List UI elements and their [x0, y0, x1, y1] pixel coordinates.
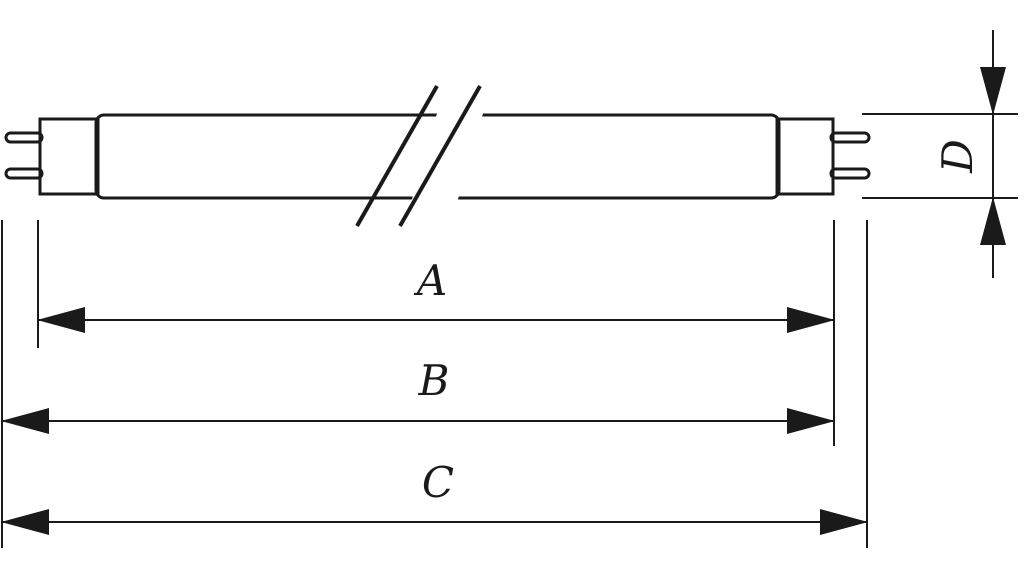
dimension-d: D	[933, 30, 1006, 278]
dimension-c-label: C	[422, 458, 454, 507]
dimension-a: A	[37, 256, 835, 333]
break-mark	[355, 85, 491, 230]
left-pins	[4, 131, 44, 180]
dimension-b-label: B	[418, 356, 450, 405]
dimension-c: C	[1, 458, 868, 535]
left-end-cap	[38, 117, 100, 196]
dimension-d-label: D	[933, 139, 982, 174]
dimension-b: B	[1, 356, 835, 434]
dimension-a-label: A	[413, 256, 447, 305]
right-pins	[829, 131, 871, 180]
right-end-cap	[775, 117, 835, 196]
